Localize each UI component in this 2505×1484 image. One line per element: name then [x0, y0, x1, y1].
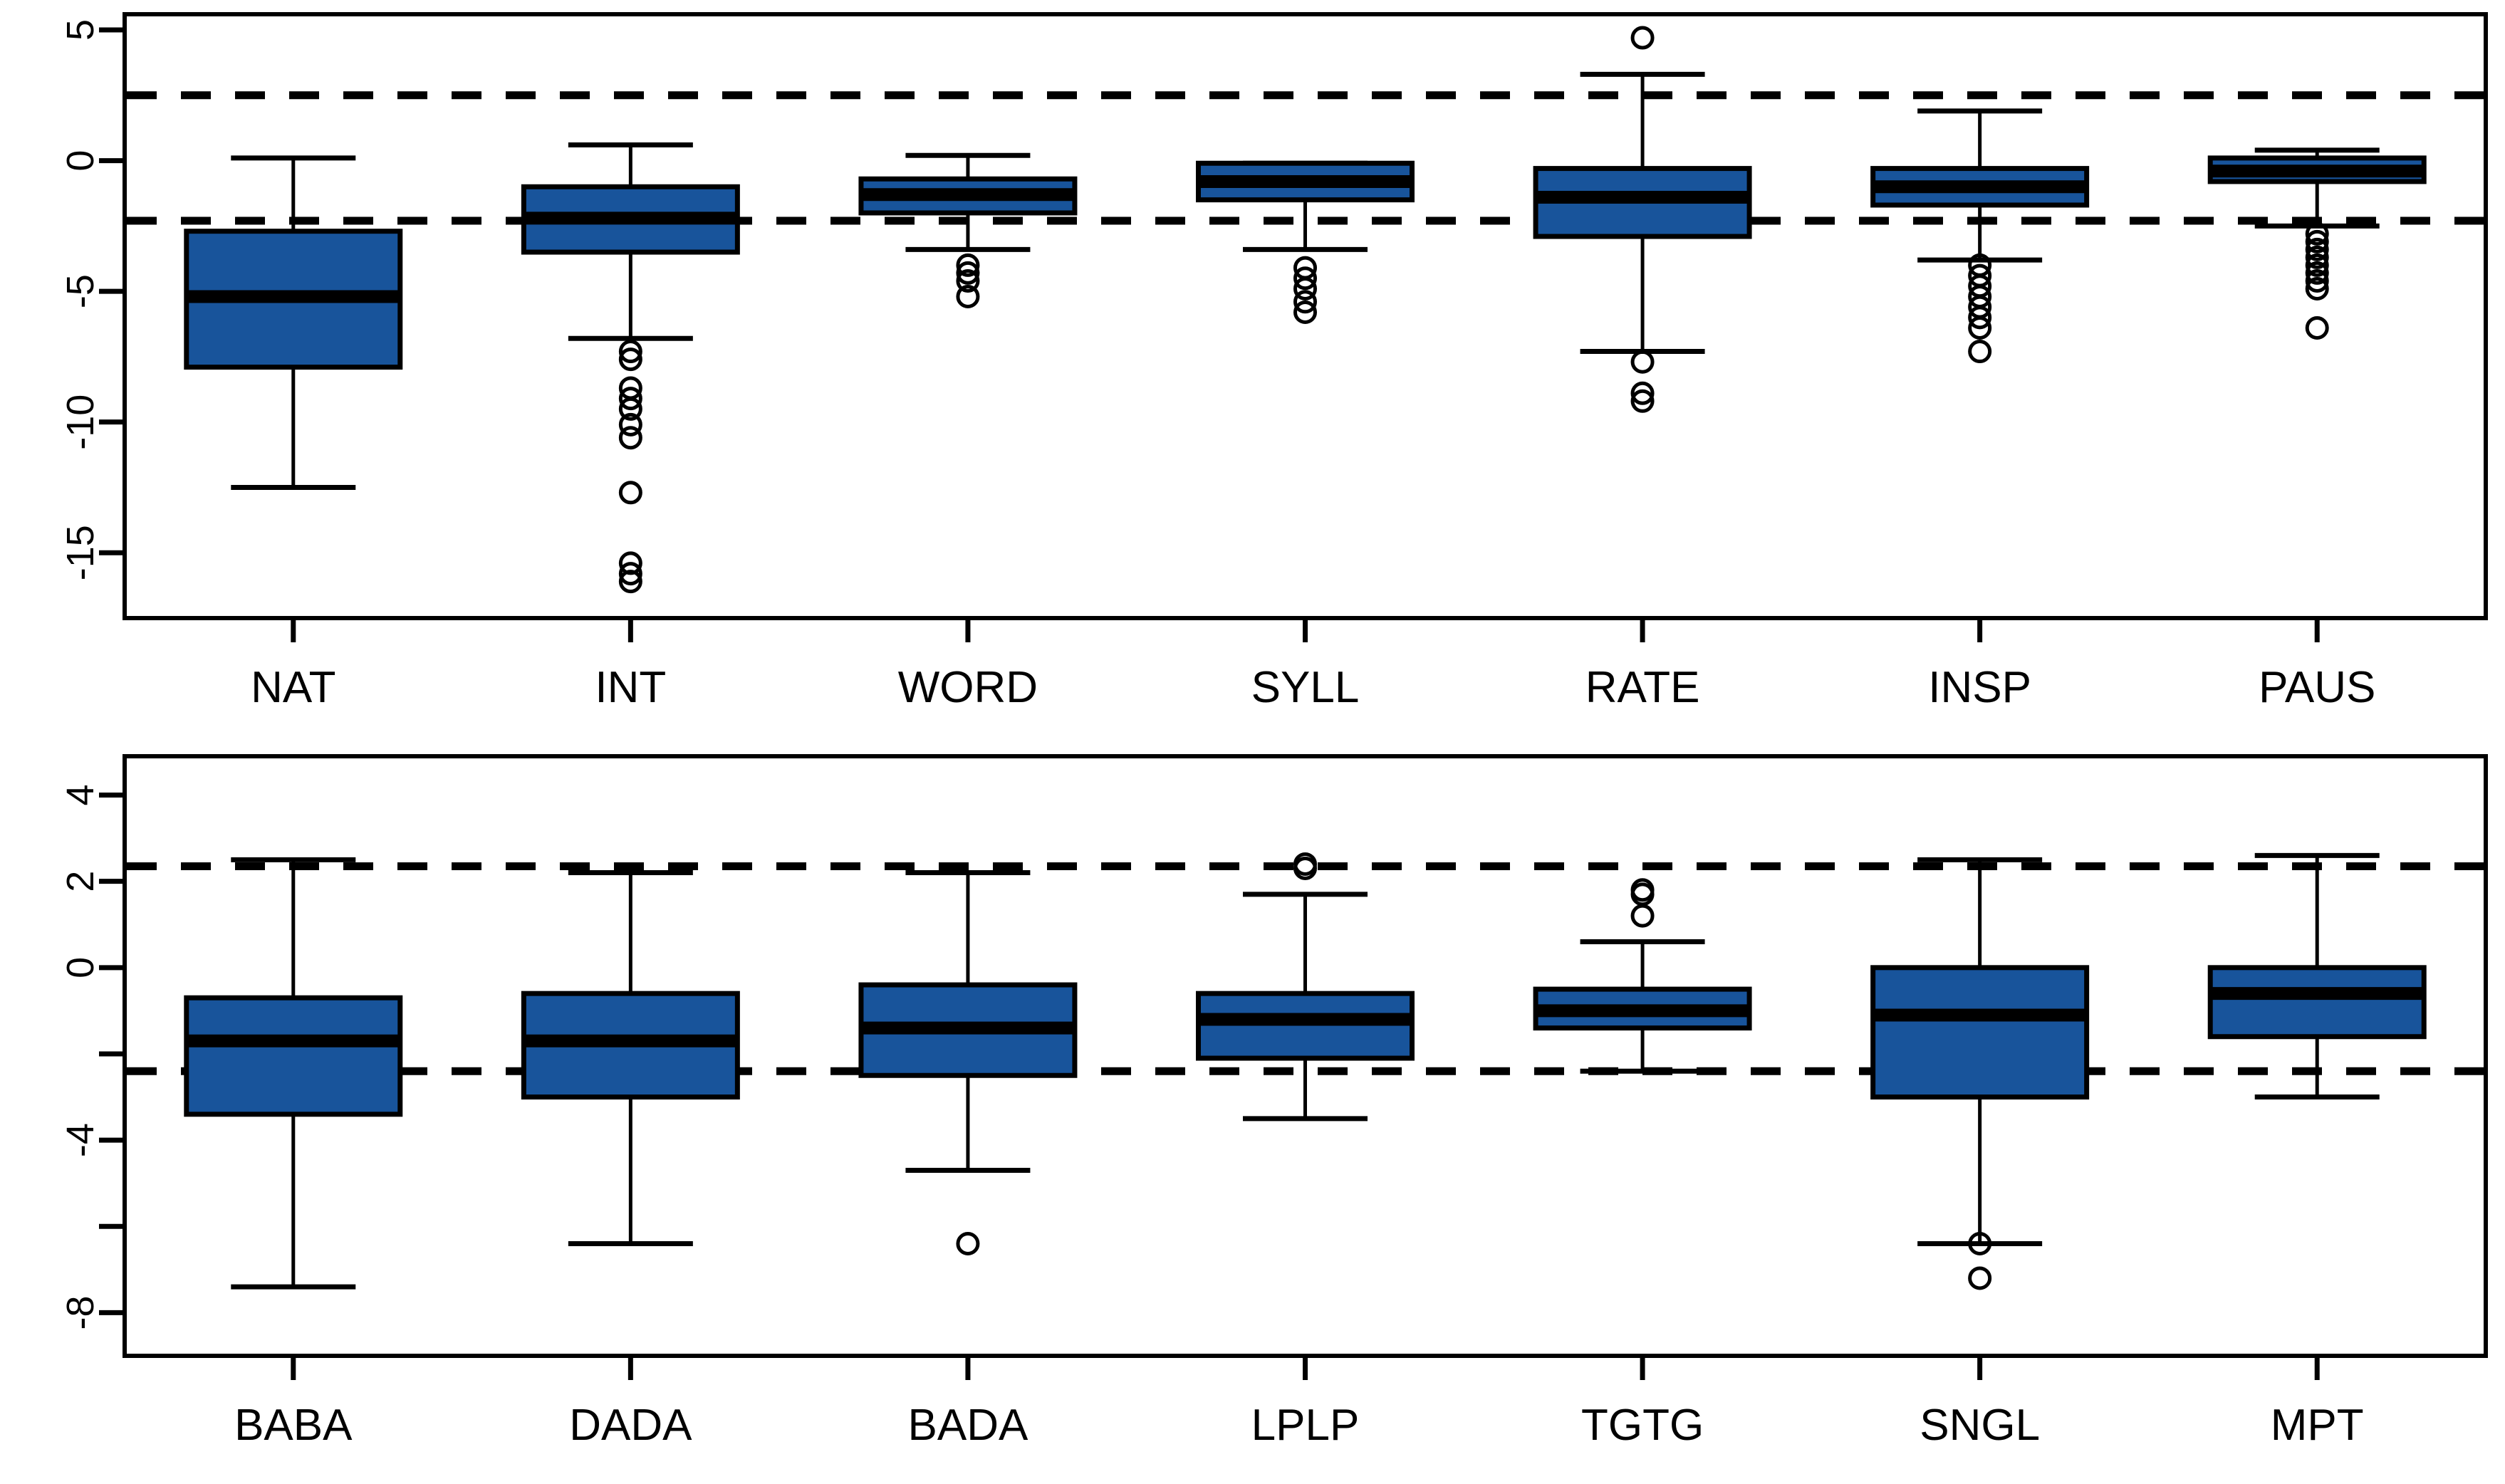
boxplot-paus	[2207, 147, 2427, 340]
boxplot-syll	[1196, 160, 1415, 324]
outlier-point	[618, 426, 642, 450]
boxplot-sngl	[1870, 857, 2090, 1290]
outlier-point	[956, 284, 980, 308]
x-category-label-mpt: MPT	[2271, 1401, 2364, 1450]
boxplot-nat	[184, 155, 403, 490]
y-tick-label: -5	[59, 274, 102, 308]
boxplot-word	[858, 152, 1078, 308]
outlier-point	[618, 348, 642, 372]
x-category-label-dada: DADA	[569, 1401, 692, 1450]
boxplot-rate	[1533, 26, 1752, 413]
x-category-label-bada: BADA	[908, 1401, 1028, 1450]
outlier-point	[1968, 316, 1992, 340]
outlier-point	[618, 340, 642, 364]
outlier-point	[2305, 261, 2329, 285]
box-iqr	[184, 995, 403, 1117]
boxplot-bada	[858, 870, 1078, 1256]
y-tick-label: -4	[59, 1123, 102, 1157]
outlier-point	[2305, 229, 2329, 254]
outlier-point	[2305, 237, 2329, 261]
boxplot-baba	[184, 857, 403, 1290]
plot-frame	[123, 12, 2488, 620]
boxplot-tgtg	[1533, 878, 1752, 1074]
y-tick-label: -15	[59, 525, 102, 580]
outlier-point	[1630, 350, 1655, 374]
outlier-point	[956, 268, 980, 293]
outlier-point	[1630, 381, 1655, 405]
y-tick-label: -10	[59, 394, 102, 450]
outlier-point	[1968, 1232, 1992, 1256]
box-iqr	[1870, 965, 2090, 1100]
outlier-point	[1293, 276, 1317, 301]
x-category-label-baba: BABA	[234, 1401, 353, 1450]
x-category-label-paus: PAUS	[2259, 663, 2375, 712]
y-tick-label: 4	[59, 784, 102, 805]
boxplot-insp	[1870, 108, 2090, 364]
y-tick-label: 5	[59, 19, 102, 41]
outlier-point	[956, 261, 980, 285]
boxplot-mpt	[2207, 852, 2427, 1100]
y-tick-label: 2	[59, 871, 102, 892]
outlier-point	[1630, 26, 1655, 50]
box-iqr	[1196, 991, 1415, 1061]
boxplot-dada	[521, 870, 740, 1247]
x-category-label-int: INT	[595, 663, 666, 712]
outlier-point	[1968, 305, 1992, 330]
outlier-point	[956, 1232, 980, 1256]
outlier-point	[1968, 340, 1992, 364]
x-category-label-sngl: SNGL	[1920, 1401, 2040, 1450]
outlier-point	[618, 570, 642, 594]
outlier-point	[1293, 266, 1317, 291]
outlier-point	[2305, 245, 2329, 269]
outlier-point	[956, 253, 980, 277]
outlier-point	[618, 387, 642, 411]
y-tick-label: -8	[59, 1295, 102, 1329]
boxplot-int	[521, 142, 740, 594]
outlier-point	[1630, 904, 1655, 928]
outlier-point	[2305, 316, 2329, 340]
outlier-point	[1968, 1266, 1992, 1290]
outlier-point	[2305, 268, 2329, 293]
x-category-label-rate: RATE	[1585, 663, 1700, 712]
outlier-point	[618, 412, 642, 437]
outlier-point	[1630, 389, 1655, 413]
x-category-label-nat: NAT	[251, 663, 335, 712]
outlier-point	[618, 481, 642, 505]
x-category-label-lplp: LPLP	[1251, 1401, 1360, 1450]
outlier-point	[1293, 300, 1317, 324]
y-tick-label: 0	[59, 957, 102, 978]
x-category-label-syll: SYLL	[1251, 663, 1360, 712]
x-category-label-insp: INSP	[1928, 663, 2031, 712]
outlier-point	[1293, 290, 1317, 314]
outlier-point	[1630, 878, 1655, 902]
boxplot-lplp	[1196, 852, 1415, 1122]
x-category-label-tgtg: TGTG	[1581, 1401, 1704, 1450]
outlier-point	[2305, 276, 2329, 301]
outlier-point	[1293, 852, 1317, 876]
outlier-point	[2305, 253, 2329, 277]
box-iqr	[2207, 965, 2427, 1040]
y-tick-label: 0	[59, 150, 102, 172]
outlier-point	[618, 562, 642, 586]
outlier-point	[2305, 221, 2329, 246]
x-category-label-word: WORD	[898, 663, 1038, 712]
outlier-point	[618, 397, 642, 421]
